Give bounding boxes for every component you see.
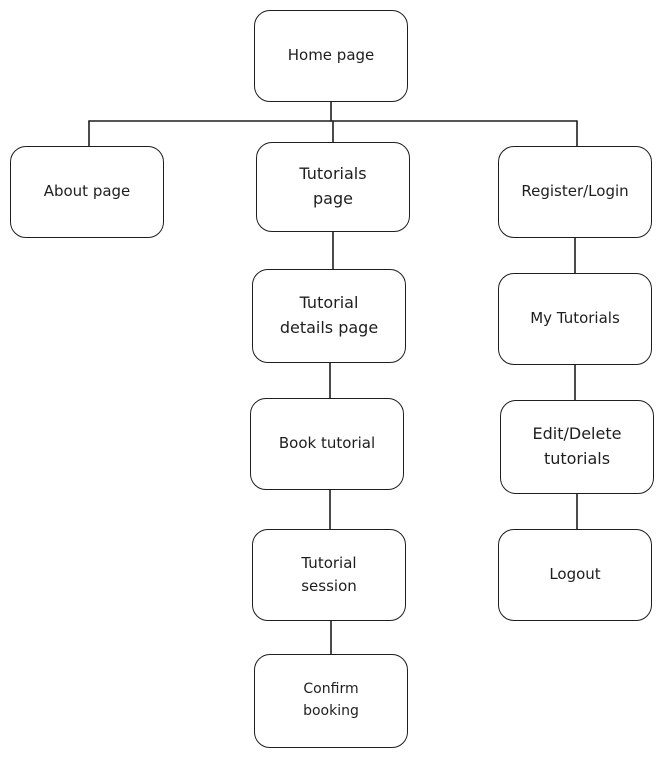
node-my-tutorials: My Tutorials [498, 273, 652, 365]
node-book-label: Book tutorial [278, 434, 376, 453]
node-tutorials-label: Tutorials page [299, 164, 367, 208]
node-home-page: Home page [254, 10, 408, 102]
node-home-label: Home page [287, 46, 375, 65]
node-details-label: Tutorial details page [279, 293, 379, 337]
node-logout: Logout [498, 529, 652, 621]
node-confirm-booking: Confirm booking [254, 654, 408, 748]
node-logout-label: Logout [549, 565, 601, 584]
node-about-page: About page [10, 146, 164, 238]
node-my-tutorials-label: My Tutorials [530, 309, 620, 328]
node-edit-delete-label: Edit/Delete tutorials [532, 424, 622, 468]
node-register-login: Register/Login [498, 146, 652, 238]
node-edit-delete-tutorials: Edit/Delete tutorials [500, 400, 654, 494]
node-register-label: Register/Login [521, 182, 629, 201]
node-book-tutorial: Book tutorial [250, 398, 404, 490]
node-about-label: About page [43, 182, 131, 201]
node-confirm-label: Confirm booking [303, 681, 359, 719]
node-tutorials-page: Tutorials page [256, 142, 410, 232]
node-tutorial-session: Tutorial session [252, 529, 406, 621]
node-session-label: Tutorial session [301, 553, 357, 595]
node-tutorial-details-page: Tutorial details page [252, 269, 406, 363]
